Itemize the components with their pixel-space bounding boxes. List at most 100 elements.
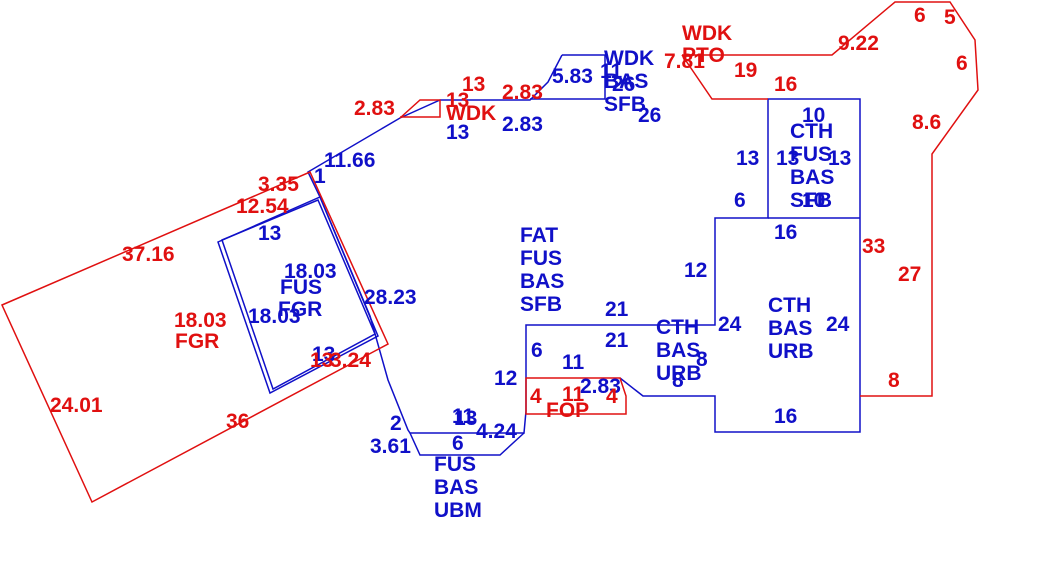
dim-red-0: 2.83 — [354, 97, 395, 120]
fgr-label: FGR — [175, 330, 219, 353]
dim-red-14: 4 — [606, 385, 618, 408]
dim-red-3: 2.83 — [502, 81, 543, 104]
dim-red-13: 11 — [562, 383, 585, 406]
dim-blue-15: 11 — [562, 351, 585, 374]
fat-label-line-3: BAS — [520, 270, 564, 293]
dim-blue-30: 10 — [802, 104, 825, 127]
dim-blue-23: 24 — [826, 313, 850, 336]
dim-blue-10: 13 — [454, 407, 477, 430]
dim-red-9: 36 — [226, 410, 249, 433]
cth-fus-label-line-2: FUS — [790, 143, 832, 166]
fat-label-line-1: FAT — [520, 224, 558, 247]
dim-red-22: 8.6 — [912, 111, 941, 134]
cth-small-label-line-1: CTH — [656, 316, 699, 339]
dim-blue-25: 16 — [774, 405, 797, 428]
dim-blue-27: 13 — [736, 147, 759, 170]
dim-red-5: 12.54 — [236, 195, 289, 218]
dim-red-4: 3.35 — [258, 173, 299, 196]
dim-blue-17: 21 — [605, 298, 629, 321]
dim-red-19: 6 — [914, 4, 926, 27]
dim-blue-20: 8 — [672, 369, 684, 392]
dim-red-1: 13 — [462, 73, 485, 96]
fus-ubm-label-line-2: BAS — [434, 476, 478, 499]
cth-fus-label-line-3: BAS — [790, 166, 834, 189]
wdk-label-line-1: WDK — [604, 47, 654, 70]
fus-fgr-label-line-1: FUS — [280, 276, 322, 299]
dim-blue-1: 1 — [314, 165, 326, 188]
dim-blue-24: 16 — [774, 221, 797, 244]
dim-blue-7: 2 — [390, 412, 402, 435]
fat-label-line-4: SFB — [520, 293, 562, 316]
dim-blue-34: 5.83 — [552, 65, 593, 88]
dim-blue-35: 11 — [600, 60, 623, 83]
dim-blue-29: 13 — [828, 147, 851, 170]
dim-red-24: 27 — [898, 263, 921, 286]
dim-red-2: 13 — [446, 89, 469, 112]
red-dimension-labels: 2.83 13 13 2.83 3.35 12.54 37.16 18.03 2… — [50, 4, 968, 433]
cth-bas-urb-main-label: CTH BAS URB — [768, 294, 814, 363]
dim-blue-21: 12 — [684, 259, 707, 282]
cth-main-label-line-1: CTH — [768, 294, 811, 317]
dim-blue-3: 18.03 — [284, 260, 337, 283]
fus-bas-ubm-label: FUS BAS UBM — [434, 453, 482, 522]
dim-blue-26: 6 — [734, 189, 746, 212]
dim-red-7: 18.03 — [174, 309, 227, 332]
fus-fgr-label: FUS FGR — [278, 276, 322, 321]
dim-blue-32: 26 — [612, 73, 635, 96]
top-roof-outline — [530, 54, 606, 100]
cth-main-label-line-2: BAS — [768, 317, 812, 340]
wdk-east-outline — [682, 1, 979, 397]
dim-blue-0: 11.66 — [324, 149, 375, 172]
dim-blue-13: 12 — [494, 367, 517, 390]
dim-blue-16: 2.83 — [580, 375, 621, 398]
dim-red-12: 4 — [530, 385, 542, 408]
dim-blue-19: 8 — [696, 348, 708, 371]
dim-blue-2: 13 — [258, 222, 281, 245]
cth-fus-label-line-1: CTH — [790, 120, 833, 143]
dim-blue-37: 2.83 — [502, 113, 543, 136]
cth-small-label-line-3: URB — [656, 362, 702, 385]
dim-blue-4: 18.03 — [248, 305, 301, 328]
dim-blue-31: 10 — [802, 189, 825, 212]
dim-blue-14: 6 — [531, 339, 543, 362]
wdk-label-line-3: SFB — [604, 93, 646, 116]
dim-blue-5: 28.23 — [364, 286, 417, 309]
fgr-outline — [0, 171, 389, 504]
wdk-small-label: WDK — [446, 102, 496, 125]
dim-red-25: 8 — [888, 369, 900, 392]
cth-main-label-line-3: URB — [768, 340, 814, 363]
wdk-label-line-2: BAS — [604, 70, 648, 93]
wdk-outline — [399, 99, 441, 119]
wdk-pto-outline — [681, 54, 768, 100]
cth-bas-urb-small-label: CTH BAS URB — [656, 316, 702, 385]
fus-ubm-outline — [409, 432, 525, 456]
dim-red-11: 3.24 — [330, 349, 371, 372]
dim-blue-9: 11 — [452, 405, 475, 428]
dim-red-15: 7.81 — [664, 50, 705, 73]
fop-outline — [525, 377, 627, 415]
fat-label-line-2: FUS — [520, 247, 562, 270]
dim-red-8: 24.01 — [50, 394, 103, 417]
dim-red-6: 37.16 — [122, 243, 175, 266]
dim-red-21: 6 — [956, 52, 968, 75]
dim-blue-11: 6 — [452, 432, 464, 455]
fus-fgr-label-line-2: FGR — [278, 298, 322, 321]
dim-red-20: 5 — [944, 6, 956, 29]
cth-fus-bas-sfb-label: CTH FUS BAS SFB — [790, 120, 834, 212]
dim-blue-12: 4.24 — [476, 420, 517, 443]
dim-red-16: 19 — [734, 59, 757, 82]
blue-dimension-labels: 11.66 1 13 18.03 18.03 28.23 13 2 3.61 1… — [248, 60, 851, 458]
fus-ubm-label-line-1: FUS — [434, 453, 476, 476]
dim-blue-28: 13 — [776, 147, 799, 170]
cth-fus-label-line-4: SFB — [790, 189, 832, 212]
fus-fgr-outline — [217, 196, 379, 395]
wdk-pto-label-line-2: PTO — [682, 44, 725, 67]
dim-blue-22: 24 — [718, 313, 742, 336]
dim-blue-8: 3.61 — [370, 435, 411, 458]
wdk-bas-sfb-label: WDK BAS SFB — [604, 47, 654, 116]
main-structure-outline — [307, 54, 861, 434]
wdk-pto-label: WDK PTO — [682, 22, 732, 67]
dim-blue-36: 13 — [446, 121, 469, 144]
fus-ubm-label-line-3: UBM — [434, 499, 482, 522]
